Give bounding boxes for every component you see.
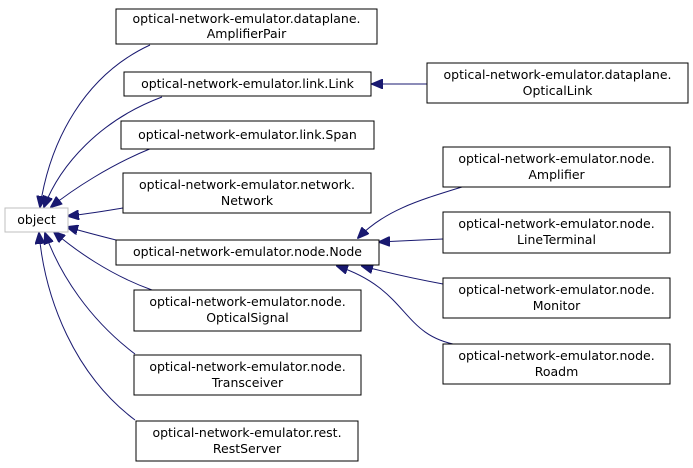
edge-node-to-object — [67, 227, 117, 241]
edge-monitor-to-node — [362, 266, 444, 285]
class-node-rest-server: optical-network-emulator.rest. RestServe… — [135, 420, 359, 462]
class-node-transceiver-line2: Transceiver — [211, 375, 284, 390]
class-node-optical-link: optical-network-emulator.dataplane. Opti… — [426, 62, 689, 104]
class-node-network: optical-network-emulator.network. Networ… — [122, 172, 372, 214]
class-node-object-label: object — [17, 212, 56, 227]
class-node-line-terminal: optical-network-emulator.node. LineTermi… — [442, 211, 671, 254]
class-node-optical-signal-line2: OpticalSignal — [206, 310, 289, 325]
class-node-monitor-line1: optical-network-emulator.node. — [458, 282, 654, 297]
class-node-span-label: optical-network-emulator.link.Span — [138, 127, 357, 142]
class-node-optical-link-line2: OpticalLink — [523, 83, 594, 98]
class-node-transceiver: optical-network-emulator.node. Transceiv… — [133, 354, 362, 396]
class-node-optical-signal: optical-network-emulator.node. OpticalSi… — [133, 289, 362, 332]
edge-transceiver-to-object — [45, 233, 136, 355]
class-node-node-label: optical-network-emulator.node.Node — [133, 244, 362, 259]
class-node-line-terminal-line2: LineTerminal — [517, 232, 596, 247]
class-node-amplifier-pair-line2: AmplifierPair — [207, 26, 287, 41]
edge-line-terminal-to-node — [379, 239, 444, 242]
class-node-amplifier-line1: optical-network-emulator.node. — [458, 151, 654, 166]
class-node-amplifier-pair-line1: optical-network-emulator.dataplane. — [133, 11, 361, 26]
class-node-optical-signal-line1: optical-network-emulator.node. — [149, 294, 345, 309]
class-node-rest-server-line2: RestServer — [213, 441, 282, 456]
edge-network-to-object — [68, 207, 124, 216]
class-node-rest-server-line1: optical-network-emulator.rest. — [152, 425, 341, 440]
class-node-network-line1: optical-network-emulator.network. — [139, 177, 355, 192]
edge-roadm-to-node — [337, 266, 459, 346]
class-node-roadm-line2: Roadm — [535, 364, 579, 379]
edge-link-to-object — [44, 96, 163, 207]
class-node-line-terminal-line1: optical-network-emulator.node. — [458, 216, 654, 231]
class-node-amplifier-pair: optical-network-emulator.dataplane. Ampl… — [115, 8, 378, 45]
class-node-amplifier: optical-network-emulator.node. Amplifier — [442, 146, 671, 188]
class-node-roadm-line1: optical-network-emulator.node. — [458, 348, 654, 363]
nodes: object optical-network-emulator.dataplan… — [4, 8, 689, 462]
class-node-object: object — [4, 207, 69, 233]
edge-amplifier-to-node — [358, 186, 463, 238]
class-node-link: optical-network-emulator.link.Link — [123, 71, 372, 97]
class-node-optical-link-line1: optical-network-emulator.dataplane. — [444, 67, 672, 82]
class-node-monitor-line2: Monitor — [533, 298, 581, 313]
class-node-network-line2: Network — [221, 193, 274, 208]
class-node-monitor: optical-network-emulator.node. Monitor — [442, 277, 671, 319]
class-node-transceiver-line1: optical-network-emulator.node. — [149, 359, 345, 374]
class-node-roadm: optical-network-emulator.node. Roadm — [442, 343, 671, 385]
class-node-amplifier-line2: Amplifier — [528, 167, 585, 182]
class-node-link-label: optical-network-emulator.link.Link — [141, 76, 355, 91]
edge-optical-signal-to-object — [54, 232, 153, 291]
class-node-node: optical-network-emulator.node.Node — [115, 239, 380, 266]
edges — [39, 44, 463, 421]
class-node-span: optical-network-emulator.link.Span — [120, 120, 375, 150]
edge-amplifier-pair-to-object — [40, 44, 151, 207]
edge-span-to-object — [51, 147, 153, 207]
edge-rest-server-to-object — [39, 233, 136, 421]
